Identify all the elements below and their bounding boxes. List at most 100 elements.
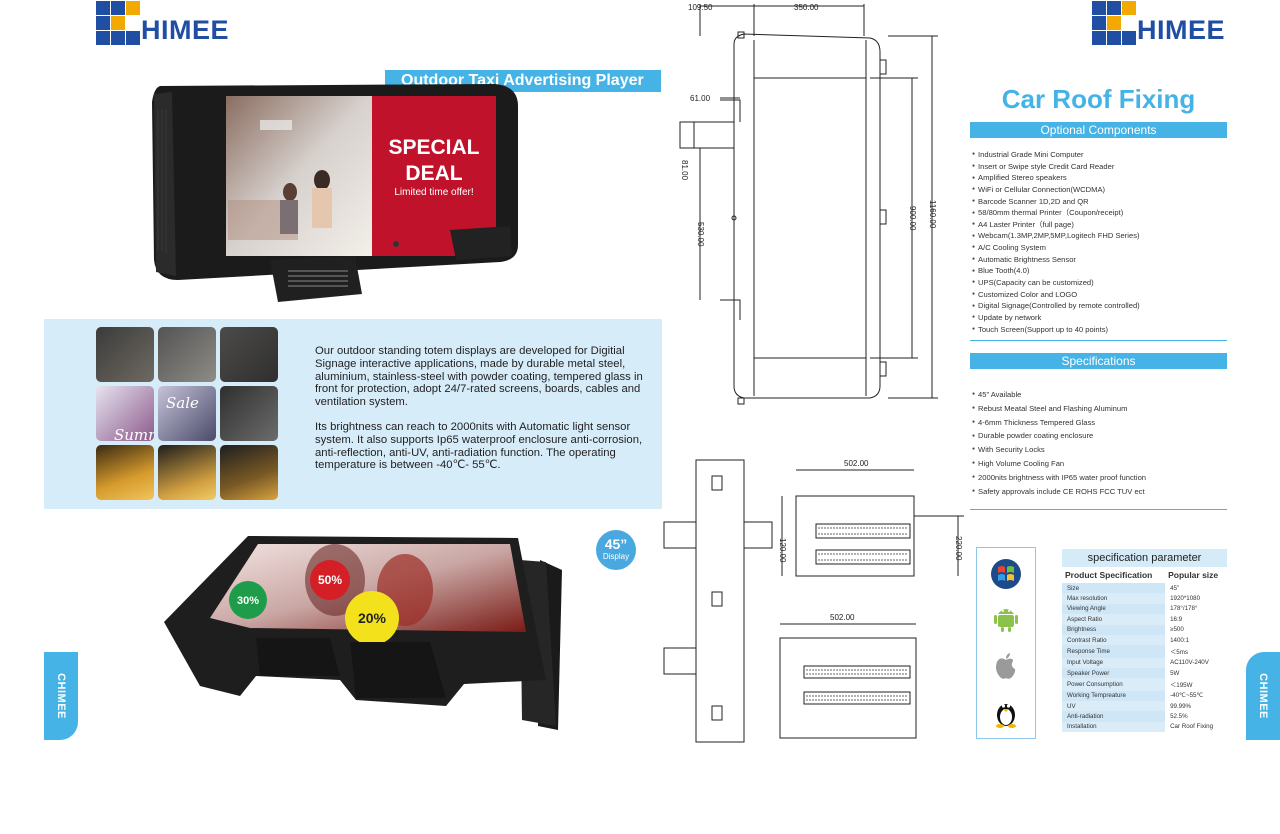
- grid-overlay-text: Sale: [166, 394, 199, 412]
- spec-name-cell: Viewing Angle: [1062, 603, 1166, 615]
- discount-badge-text: 50%: [318, 573, 342, 587]
- specification-item: 2000nits brightness with IP65 water proo…: [972, 471, 1146, 485]
- logo-right: HIMEE: [1092, 1, 1225, 45]
- spec-value-cell: 99.99%: [1165, 700, 1227, 712]
- product-description: Our outdoor standing totem displays are …: [315, 345, 645, 472]
- grid-tile: Summer: [96, 386, 154, 441]
- grid-tile: [220, 445, 278, 500]
- specification-item: 4-6mm Thickness Tempered Glass: [972, 416, 1146, 430]
- optional-component-item: Customized Color and LOGO: [972, 289, 1140, 301]
- side-tab-right: CHIMEE: [1246, 652, 1280, 740]
- apple-icon: [996, 653, 1016, 679]
- dim-side-width: 502.00: [844, 459, 869, 468]
- optional-components-list: Industrial Grade Mini ComputerInsert or …: [972, 149, 1140, 335]
- optional-component-item: WiFi or Cellular Connection(WCDMA): [972, 184, 1140, 196]
- spec-table-header: Popular size: [1165, 567, 1227, 583]
- spec-name-cell: Anti-radiation: [1062, 711, 1166, 722]
- dim-total: 1160.00: [928, 200, 937, 229]
- optional-component-item: Touch Screen(Support up to 40 points): [972, 324, 1140, 336]
- spec-value-cell: 5W: [1165, 667, 1227, 679]
- optional-component-item: A4 Laster Printer（full page): [972, 219, 1140, 231]
- spec-value-cell: 178°/178°: [1165, 603, 1227, 615]
- dim-side-h1: 120.00: [778, 538, 787, 563]
- grid-tile: [220, 386, 278, 441]
- grid-tile: [158, 327, 216, 382]
- dim-top-width: 350.00: [794, 3, 819, 12]
- optional-component-item: A/C Cooling System: [972, 242, 1140, 254]
- grid-tile: [220, 327, 278, 382]
- side-tab-left: CHIMEE: [44, 652, 78, 740]
- side-technical-drawing: 502.00 120.00 220.00 502.00: [663, 459, 964, 743]
- spec-name-cell: Max resolution: [1062, 593, 1166, 604]
- grid-overlay-text: Summer: [114, 426, 154, 441]
- grid-tile: [96, 445, 154, 500]
- specification-item: With Security Locks: [972, 443, 1146, 457]
- spec-name-cell: Working Tempreature: [1062, 690, 1166, 701]
- spec-value-cell: ＜195W: [1165, 678, 1227, 691]
- android-icon: [994, 609, 1018, 632]
- sample-content-grid: Summer Sale: [96, 327, 278, 502]
- optional-component-item: Insert or Swipe style Credit Card Reader: [972, 161, 1140, 173]
- optional-component-item: UPS(Capacity can be customized): [972, 277, 1140, 289]
- windows-icon: [991, 559, 1021, 589]
- grid-tile: [96, 327, 154, 382]
- grid-tile: Sale: [158, 386, 216, 441]
- spec-value-cell: 52.5%: [1165, 711, 1227, 722]
- spec-table-header: Product Specification: [1062, 567, 1166, 583]
- optional-component-item: Amplified Stereo speakers: [972, 172, 1140, 184]
- dim-side-h2: 220.00: [954, 536, 963, 561]
- dim-inner: 900.00: [908, 206, 917, 231]
- discount-badge-text: 20%: [358, 610, 387, 626]
- spec-table-caption: specification parameter: [1062, 549, 1227, 567]
- spec-value-cell: Car Roof Fixing: [1165, 721, 1227, 733]
- dim-arm-height: 81.00: [680, 160, 689, 181]
- optional-component-item: Digital Signage(Controlled by remote con…: [972, 300, 1140, 312]
- table-row: Working Tempreature-40℃~55℃: [1062, 690, 1227, 701]
- specification-item: Safety approvals include CE ROHS FCC TUV…: [972, 485, 1146, 499]
- optional-component-item: Update by network: [972, 312, 1140, 324]
- optional-component-item: Blue Tooth(4.0): [972, 265, 1140, 277]
- dim-bottom-width: 502.00: [830, 613, 855, 622]
- logo-left: HIMEE: [96, 1, 229, 45]
- table-row: Response Time＜5ms: [1062, 645, 1227, 658]
- spec-value-cell: 45”: [1165, 583, 1227, 594]
- dim-top-left: 109.50: [688, 3, 713, 12]
- spec-name-cell: Response Time: [1062, 645, 1166, 658]
- front-technical-drawing: 109.50 350.00 61.00 81.00 530.00 900.00 …: [679, 3, 938, 405]
- logo-mark-icon: [1092, 1, 1136, 45]
- specification-item: Rebust Meatal Steel and Flashing Aluminu…: [972, 402, 1146, 416]
- spec-name-cell: Size: [1062, 583, 1166, 594]
- table-row: Brightness≥500: [1062, 624, 1227, 635]
- spec-name-cell: Input Voltage: [1062, 657, 1166, 668]
- spec-name-cell: UV: [1062, 700, 1166, 712]
- spec-name-cell: Power Consumption: [1062, 678, 1166, 691]
- side-tab-label: CHIMEE: [1257, 673, 1269, 719]
- grid-tile: [158, 445, 216, 500]
- spec-name-cell: Contrast Ratio: [1062, 634, 1166, 646]
- specification-item: 45” Available: [972, 388, 1146, 402]
- optional-component-item: 58/80mm thermal Printer（Coupon/receipt): [972, 207, 1140, 219]
- taxi-player-angled-image: 50% 30% 20%: [164, 536, 562, 730]
- spec-value-cell: ≥500: [1165, 624, 1227, 635]
- os-support-box: [976, 547, 1036, 739]
- spec-value-cell: 1920*1080: [1165, 593, 1227, 604]
- display-size-value: 45”: [604, 536, 628, 552]
- spec-parameter-table: specification parameter Product Specific…: [1062, 549, 1227, 733]
- optional-component-item: Automatic Brightness Sensor: [972, 254, 1140, 266]
- display-size-badge: 45” Display: [596, 530, 636, 570]
- spec-value-cell: AC110V-240V: [1165, 657, 1227, 668]
- section-divider: [970, 509, 1227, 510]
- spec-name-cell: Installation: [1062, 721, 1166, 733]
- spec-name-cell: Brightness: [1062, 624, 1166, 635]
- spec-value-cell: 16:9: [1165, 614, 1227, 625]
- discount-badge-text: 30%: [237, 595, 259, 607]
